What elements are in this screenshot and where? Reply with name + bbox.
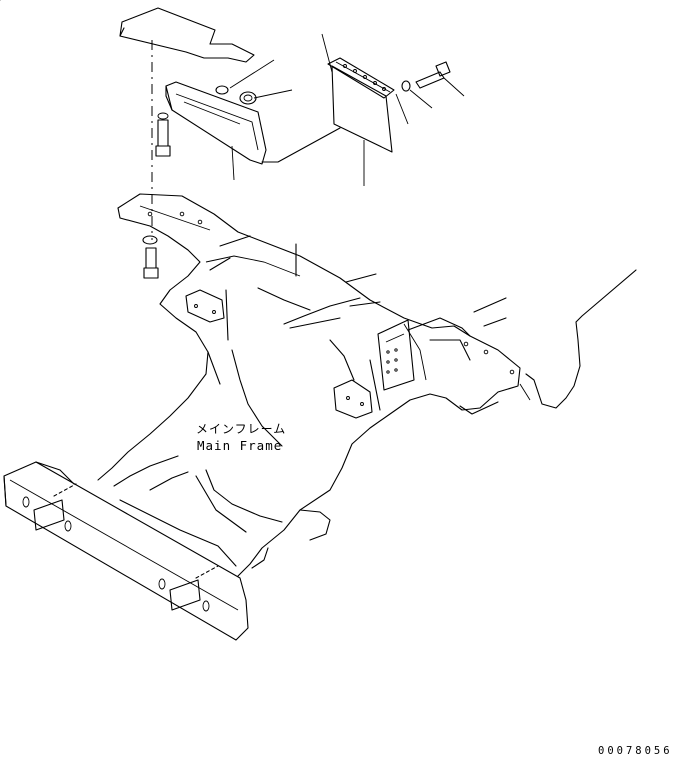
break-line	[519, 269, 637, 409]
frame-bolt-upper	[155, 112, 171, 157]
counterweight-beam	[3, 461, 249, 641]
mud-flap	[327, 57, 395, 153]
frame-bolt-lower	[142, 235, 159, 279]
leader-lines	[0, 0, 465, 240]
cover-plate	[119, 7, 255, 63]
main-frame-label-english: Main Frame	[197, 438, 283, 453]
nut	[215, 85, 257, 105]
main-frame-label-japanese: メインフレーム	[196, 422, 287, 436]
frame-holes	[147, 211, 515, 406]
drawing-number: 00078056	[598, 745, 673, 757]
main-frame	[97, 193, 521, 577]
bracket	[165, 81, 267, 165]
bolt	[401, 61, 451, 92]
